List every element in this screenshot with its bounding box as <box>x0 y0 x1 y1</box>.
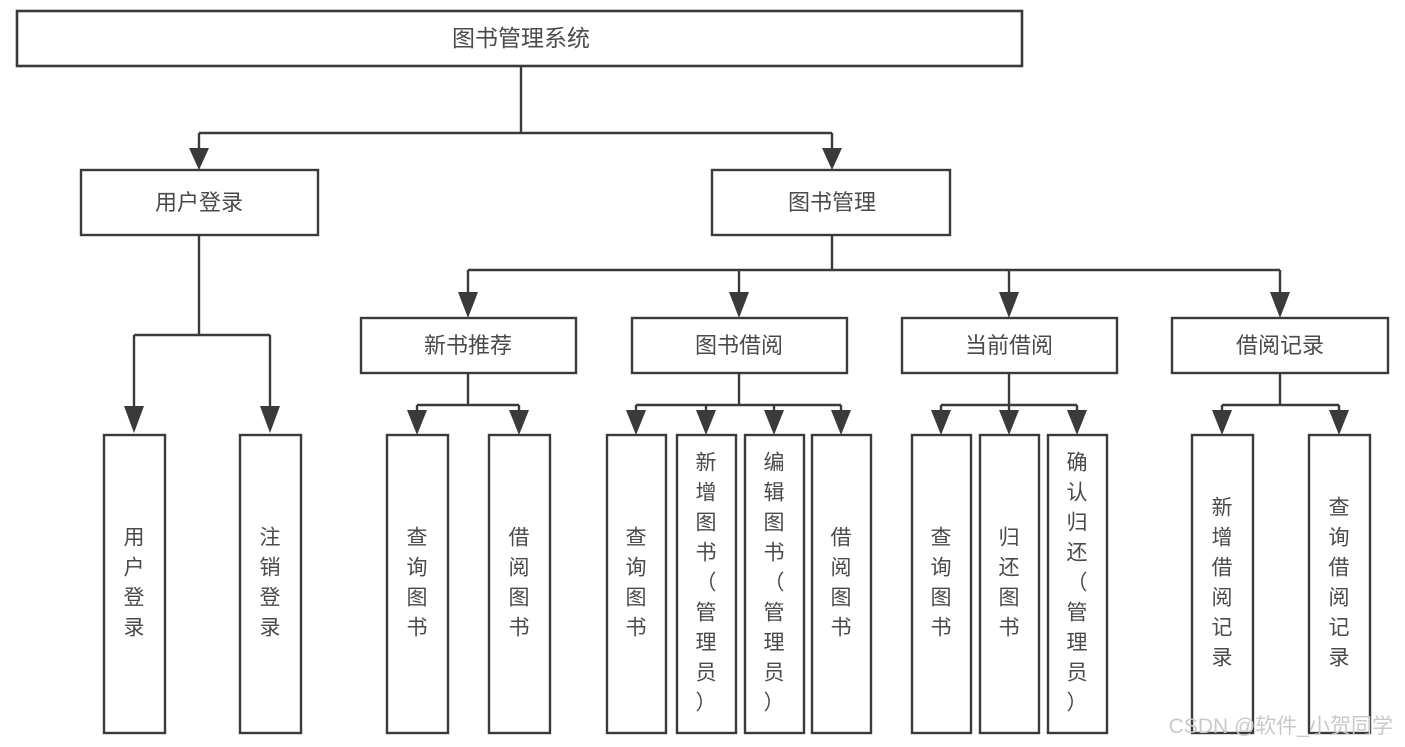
node-leaf-user-login-box[interactable] <box>102 433 167 735</box>
arrow-head-leaf-edit-book <box>764 410 784 435</box>
node-leaf-borrow-book-1-box[interactable] <box>487 433 552 735</box>
node-user-login-label: 用户登录 <box>155 190 243 215</box>
node-leaf-user-login[interactable]: 用户登录 <box>102 433 167 735</box>
node-leaf-query-book-2-box[interactable] <box>605 433 668 735</box>
node-book-management[interactable]: 图书管理 <box>710 168 952 237</box>
node-new-book-recommend-box[interactable] <box>359 316 578 375</box>
node-book-borrow-box[interactable] <box>630 316 849 375</box>
arrow-head-leaf-query-book-1 <box>407 410 427 435</box>
arrow-head-leaf-add-record <box>1212 410 1232 435</box>
node-leaf-query-record-box[interactable] <box>1307 433 1372 735</box>
arrow-head-leaf-borrow-book-1 <box>509 410 529 435</box>
node-leaf-borrow-book-2-box[interactable] <box>810 433 873 735</box>
node-leaf-query-book-3-box[interactable] <box>910 433 973 735</box>
leaf-layer: 用户登录 注销登录 查询图书 借阅图书 查询图书 新增图书（管理员） <box>102 433 1372 735</box>
node-leaf-query-book-1-label: 查询图书 <box>407 527 428 640</box>
arrow-head-leaf-add-book <box>696 410 716 435</box>
node-leaf-borrow-book-2[interactable]: 借阅图书 <box>810 433 873 735</box>
node-leaf-add-book[interactable]: 新增图书（管理员） <box>675 433 738 735</box>
node-leaf-query-book-1-box[interactable] <box>385 433 450 735</box>
arrow-head-leaf-query-record <box>1329 410 1349 435</box>
arrow-head-user-login <box>189 148 209 170</box>
arrow-head-leaf-logout-login <box>260 406 280 433</box>
node-book-borrow-label: 图书借阅 <box>695 333 783 358</box>
arrow-head-book-management <box>822 148 842 170</box>
arrow-head-leaf-borrow-book-2 <box>831 410 851 435</box>
node-leaf-edit-book-box[interactable] <box>743 433 806 735</box>
node-borrow-record-box[interactable] <box>1170 316 1390 375</box>
node-leaf-query-book-2[interactable]: 查询图书 <box>605 433 668 735</box>
arrow-head-new-book-recommend <box>458 292 478 318</box>
node-leaf-add-book-label: 新增图书（管理员） <box>696 452 717 715</box>
node-borrow-record-label: 借阅记录 <box>1236 333 1324 358</box>
node-leaf-borrow-book-2-label: 借阅图书 <box>831 527 852 640</box>
node-leaf-confirm-return-label: 确认归还（管理员） <box>1067 452 1088 715</box>
node-leaf-logout-login[interactable]: 注销登录 <box>238 433 303 735</box>
node-leaf-confirm-return[interactable]: 确认归还（管理员） <box>1046 433 1109 735</box>
node-book-borrow[interactable]: 图书借阅 <box>630 316 849 375</box>
node-root[interactable]: 图书管理系统 <box>15 9 1024 68</box>
node-leaf-return-book-label: 归还图书 <box>999 527 1020 640</box>
node-leaf-query-book-1[interactable]: 查询图书 <box>385 433 450 735</box>
node-leaf-query-record[interactable]: 查询借阅记录 <box>1307 433 1372 735</box>
node-leaf-query-book-2-label: 查询图书 <box>626 527 647 640</box>
node-current-borrow-box[interactable] <box>900 316 1119 375</box>
node-leaf-borrow-book-1-label: 借阅图书 <box>509 527 530 640</box>
node-leaf-user-login-label: 用户登录 <box>124 527 145 640</box>
node-leaf-logout-login-box[interactable] <box>238 433 303 735</box>
node-leaf-return-book-box[interactable] <box>978 433 1041 735</box>
arrow-head-current-borrow <box>999 292 1019 318</box>
arrow-head-book-borrow <box>729 292 749 318</box>
arrow-head-borrow-record <box>1270 292 1290 318</box>
arrow-head-leaf-query-book-2 <box>626 410 646 435</box>
node-book-management-label: 图书管理 <box>788 190 876 215</box>
node-leaf-add-record-label: 新增借阅记录 <box>1212 497 1233 670</box>
node-leaf-edit-book-label: 编辑图书（管理员） <box>764 452 785 715</box>
arrow-head-leaf-query-book-3 <box>931 410 951 435</box>
node-leaf-query-book-3-label: 查询图书 <box>931 527 952 640</box>
node-leaf-add-record-box[interactable] <box>1190 433 1255 735</box>
node-new-book-recommend[interactable]: 新书推荐 <box>359 316 578 375</box>
node-leaf-add-record[interactable]: 新增借阅记录 <box>1190 433 1255 735</box>
connector-layer <box>124 66 1349 435</box>
node-leaf-edit-book[interactable]: 编辑图书（管理员） <box>743 433 806 735</box>
node-leaf-confirm-return-box[interactable] <box>1046 433 1109 735</box>
node-leaf-borrow-book-1[interactable]: 借阅图书 <box>487 433 552 735</box>
arrow-head-leaf-return-book <box>999 410 1019 435</box>
node-root-label: 图书管理系统 <box>452 25 590 51</box>
node-new-book-recommend-label: 新书推荐 <box>424 333 512 358</box>
node-borrow-record[interactable]: 借阅记录 <box>1170 316 1390 375</box>
node-user-login[interactable]: 用户登录 <box>79 168 320 237</box>
arrow-head-leaf-confirm-return <box>1067 410 1087 435</box>
node-leaf-query-record-label: 查询借阅记录 <box>1329 497 1350 670</box>
node-leaf-query-book-3[interactable]: 查询图书 <box>910 433 973 735</box>
node-book-management-box[interactable] <box>710 168 952 237</box>
node-user-login-box[interactable] <box>79 168 320 237</box>
node-root-box[interactable] <box>15 9 1024 68</box>
node-current-borrow[interactable]: 当前借阅 <box>900 316 1119 375</box>
node-leaf-add-book-box[interactable] <box>675 433 738 735</box>
arrow-head-leaf-user-login <box>124 406 144 433</box>
node-leaf-return-book[interactable]: 归还图书 <box>978 433 1041 735</box>
csdn-watermark: CSDN @软件_小贺同学 <box>1169 715 1393 738</box>
node-current-borrow-label: 当前借阅 <box>965 333 1053 358</box>
node-leaf-logout-login-label: 注销登录 <box>260 527 281 640</box>
